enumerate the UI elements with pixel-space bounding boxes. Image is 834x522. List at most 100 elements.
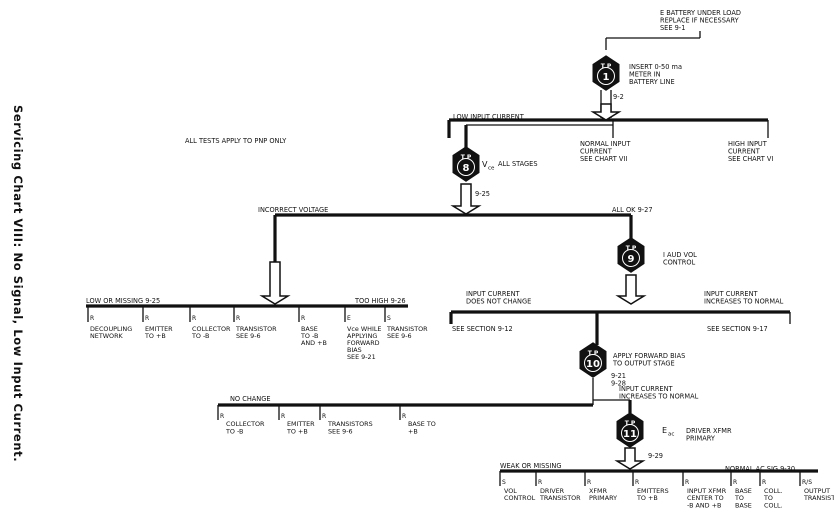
label-text: INPUT CURRENT	[619, 385, 673, 393]
label-text: DECOUPLING	[90, 325, 132, 333]
label-text: COLLECTOR	[226, 420, 265, 428]
label-text: INCREASES TO NORMAL	[704, 297, 784, 305]
label-text: FORWARD	[347, 339, 380, 347]
label-text: BATTERY LINE	[629, 78, 675, 86]
label-text: R	[301, 315, 305, 322]
label-text: TO -B	[191, 332, 209, 340]
label-text: 9-29	[648, 452, 663, 460]
label-text: R	[733, 479, 737, 486]
label-text: CENTER TO	[687, 494, 724, 502]
label-text: INPUT CURRENT	[704, 290, 758, 298]
label-text: R	[236, 315, 240, 322]
label-text: I AUD VOL	[663, 251, 697, 259]
label-text: WEAK OR MISSING	[500, 462, 561, 470]
test-point-tp9: T P9	[617, 237, 645, 273]
tp-number: 10	[586, 359, 600, 370]
label-text: BASE	[301, 325, 318, 333]
label-text: PRIMARY	[686, 434, 716, 442]
label-text: SEE SECTION 9-12	[452, 325, 513, 333]
label-text: ac	[668, 432, 674, 438]
label-text: OUTPUT	[804, 487, 830, 495]
label-text: V	[482, 160, 488, 169]
label-text: SEE 9-6	[236, 332, 261, 340]
label-text: SEE SECTION 9-17	[707, 325, 768, 333]
label-text: ALL STAGES	[498, 160, 538, 168]
label-text: VOL	[504, 487, 517, 495]
label-text: +B	[408, 427, 418, 435]
ring-icon	[622, 249, 640, 267]
down-arrow	[590, 103, 622, 121]
tp-label: T P	[626, 245, 637, 252]
label-text: 9-2	[613, 93, 624, 101]
label-text: ALL OK 9-27	[612, 206, 653, 214]
label-text: R	[145, 315, 149, 322]
label-text: LOW INPUT CURRENT	[453, 113, 525, 121]
label-text: Vce WHILE	[347, 325, 381, 333]
label-text: COLL.	[764, 501, 783, 509]
label-text: EMITTER	[287, 420, 315, 428]
label-text: R/S	[802, 479, 812, 486]
label-text: BASE	[735, 487, 752, 495]
label-text: SEE CHART VI	[728, 155, 773, 163]
label-text: APPLYING	[347, 332, 377, 340]
tp-label: T P	[461, 154, 472, 161]
label-text: COLL.	[764, 487, 783, 495]
label-text: E	[662, 426, 667, 435]
label-text: DRIVER	[540, 487, 565, 495]
label-text: HIGH INPUT	[728, 140, 768, 148]
label-text: S	[387, 315, 391, 322]
label-text: TO	[763, 494, 773, 502]
ring-icon	[584, 354, 602, 372]
label-text: R	[402, 413, 406, 420]
ring-icon	[457, 158, 475, 176]
label-text: DOES NOT CHANGE	[466, 297, 531, 305]
label-text: BASE TO	[408, 420, 436, 428]
label-text: -B AND +B	[687, 501, 721, 509]
label-text: E BATTERY UNDER LOAD	[660, 9, 741, 17]
label-text: AND +B	[301, 339, 327, 347]
label-text: XFMR	[589, 487, 608, 495]
label-text: TOO HIGH 9-26	[354, 297, 406, 305]
tp-number: 8	[463, 163, 470, 174]
label-text: R	[762, 479, 766, 486]
tp-label: T P	[601, 63, 612, 70]
label-text: INCORRECT VOLTAGE	[258, 206, 328, 214]
label-text: R	[90, 315, 94, 322]
tp-label: T P	[625, 420, 636, 427]
label-text: NORMAL AC SIG 9-30	[725, 465, 795, 473]
label-text: TO -B	[300, 332, 318, 340]
down-arrow	[614, 447, 646, 470]
label-text: SEE 9-1	[660, 24, 685, 32]
label-text: CURRENT	[728, 147, 761, 155]
label-text: SEE 9-6	[328, 427, 353, 435]
label-text: DRIVER XFMR	[686, 427, 732, 435]
down-arrow	[450, 183, 482, 215]
down-arrow	[615, 274, 647, 305]
test-point-tp10: T P10	[579, 342, 607, 378]
connector-lines	[87, 31, 801, 486]
label-text: R	[220, 413, 224, 420]
ring-icon	[597, 67, 615, 85]
label-text: CONTROL	[663, 258, 696, 266]
label-text: TO +B	[636, 494, 658, 502]
label-text: NORMAL INPUT	[580, 140, 631, 148]
label-text: R	[685, 479, 689, 486]
tp-number: 11	[623, 429, 637, 440]
label-text: INPUT XFMR	[687, 487, 727, 495]
label-text: TO +B	[286, 427, 308, 435]
label-text: INSERT 0-50 ma	[629, 63, 682, 71]
label-text: NO CHANGE	[230, 395, 271, 403]
label-text: TRANSISTOR	[803, 494, 834, 502]
label-text: REPLACE IF NECESSARY	[660, 16, 740, 24]
label-text: TRANSISTORS	[327, 420, 373, 428]
label-text: INCREASES TO NORMAL	[619, 392, 699, 400]
label-text: TO -B	[225, 427, 243, 435]
label-text: 9-28	[611, 379, 626, 387]
label-text: SEE 9-21	[347, 353, 376, 361]
trunk-lines	[86, 118, 818, 473]
tp-number: 1	[603, 72, 610, 83]
label-text: EMITTERS	[637, 487, 669, 495]
